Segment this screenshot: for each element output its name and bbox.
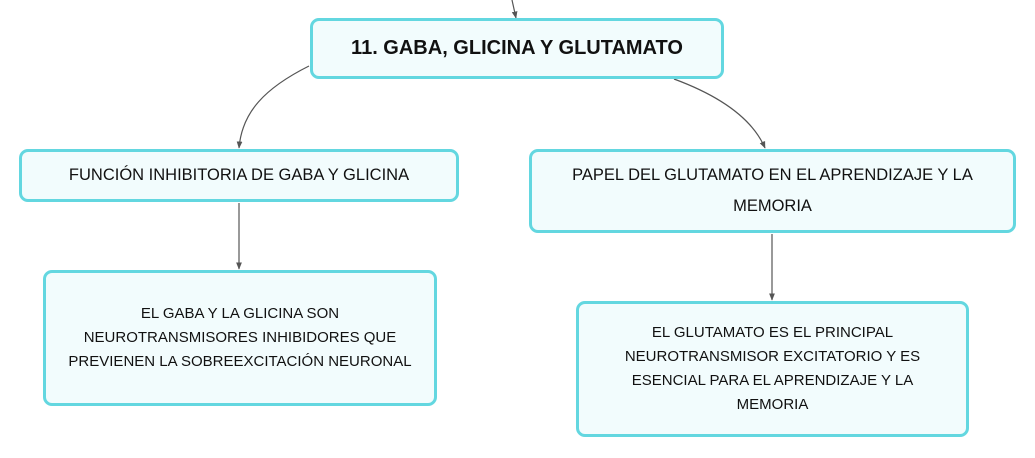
connector-root-to-left	[236, 65, 310, 149]
detail-node-glutamato[interactable]: EL GLUTAMATO ES EL PRINCIPAL NEUROTRANSM…	[576, 301, 969, 437]
subtopic-node-glutamato[interactable]: PAPEL DEL GLUTAMATO EN EL APRENDIZAJE Y …	[529, 149, 1016, 233]
detail-label: EL GABA Y LA GLICINA SON NEUROTRANSMISOR…	[68, 305, 412, 370]
connector-root-to-right	[673, 78, 766, 149]
root-topic-label: 11. GABA, GLICINA Y GLUTAMATO	[351, 37, 683, 59]
root-topic-node[interactable]: 11. GABA, GLICINA Y GLUTAMATO	[310, 18, 724, 79]
subtopic-node-gaba-glicina[interactable]: FUNCIÓN INHIBITORIA DE GABA Y GLICINA	[19, 149, 459, 202]
subtopic-label: PAPEL DEL GLUTAMATO EN EL APRENDIZAJE Y …	[572, 166, 973, 215]
detail-node-gaba-glicina[interactable]: EL GABA Y LA GLICINA SON NEUROTRANSMISOR…	[43, 270, 437, 406]
subtopic-label: FUNCIÓN INHIBITORIA DE GABA Y GLICINA	[68, 166, 410, 184]
detail-label: EL GLUTAMATO ES EL PRINCIPAL NEUROTRANSM…	[624, 324, 921, 413]
connector-parent-to-root	[511, 0, 518, 19]
